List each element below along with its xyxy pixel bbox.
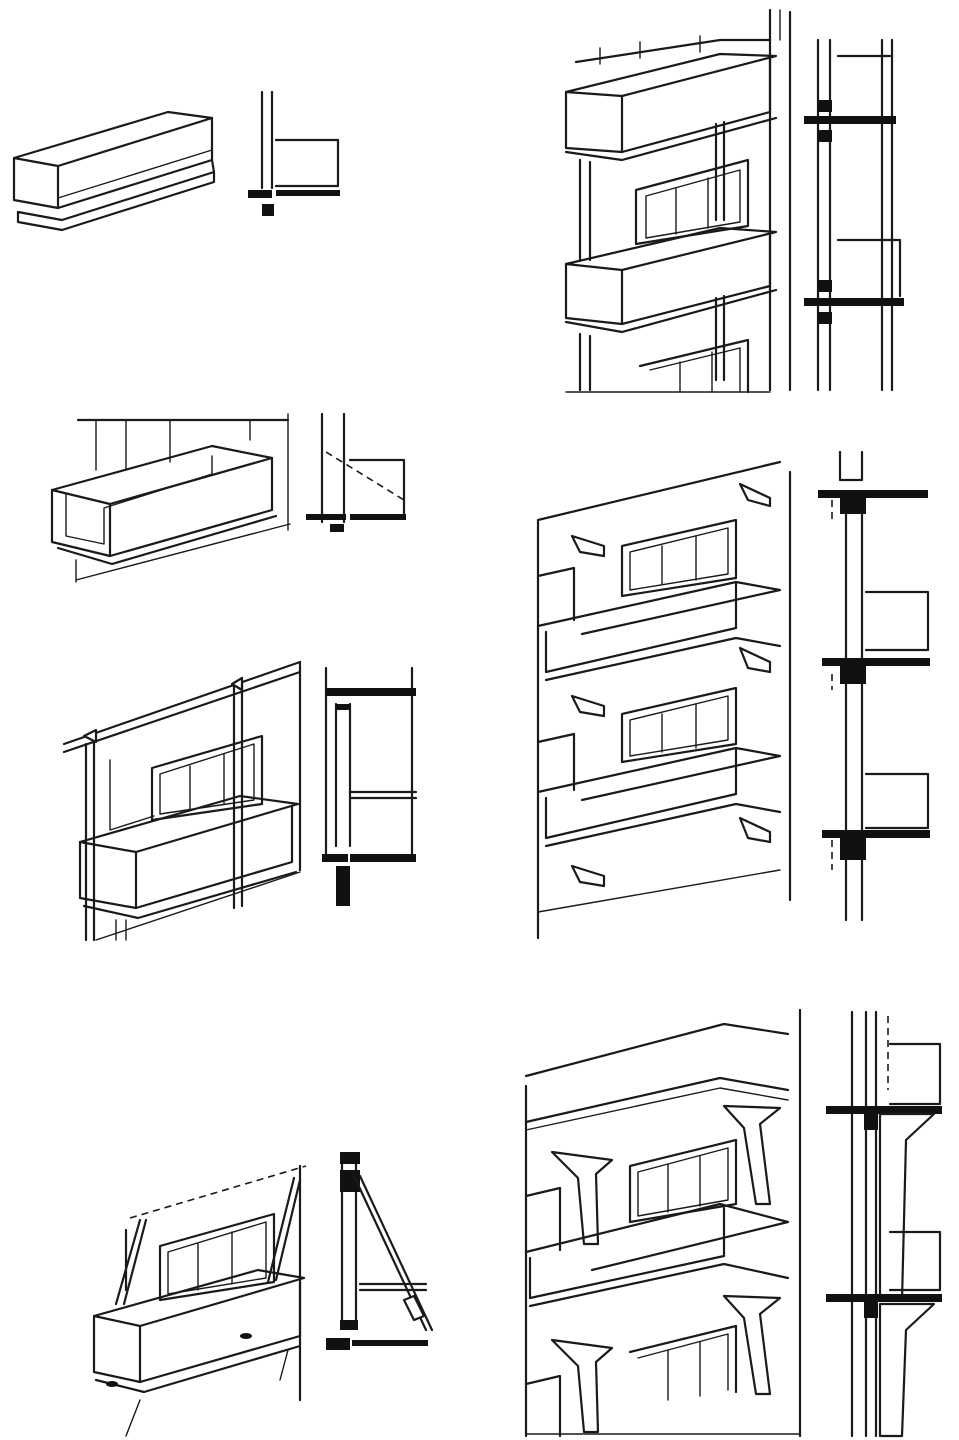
panel-slab-balcony-section <box>248 90 340 216</box>
panel-multi-storey-balcony-section <box>804 38 904 392</box>
panel-bracket-balconies-section <box>826 1010 942 1438</box>
panel-slab-balcony-perspective <box>12 110 216 232</box>
panel-multi-storey-balcony-perspective <box>564 8 792 394</box>
panel-side-wall-balcony-perspective <box>50 413 291 583</box>
panel-post-supported-balcony-section <box>322 666 418 906</box>
panel-corbel-balconies-section <box>818 450 930 922</box>
panel-side-wall-balcony-section <box>306 412 406 532</box>
panel-strut-balcony-section <box>326 1152 434 1350</box>
panel-post-supported-balcony-perspective <box>62 660 302 942</box>
panel-strut-balcony-perspective <box>92 1164 307 1437</box>
panel-corbel-balconies-perspective <box>536 460 792 940</box>
panel-bracket-balconies-perspective <box>524 1008 802 1438</box>
